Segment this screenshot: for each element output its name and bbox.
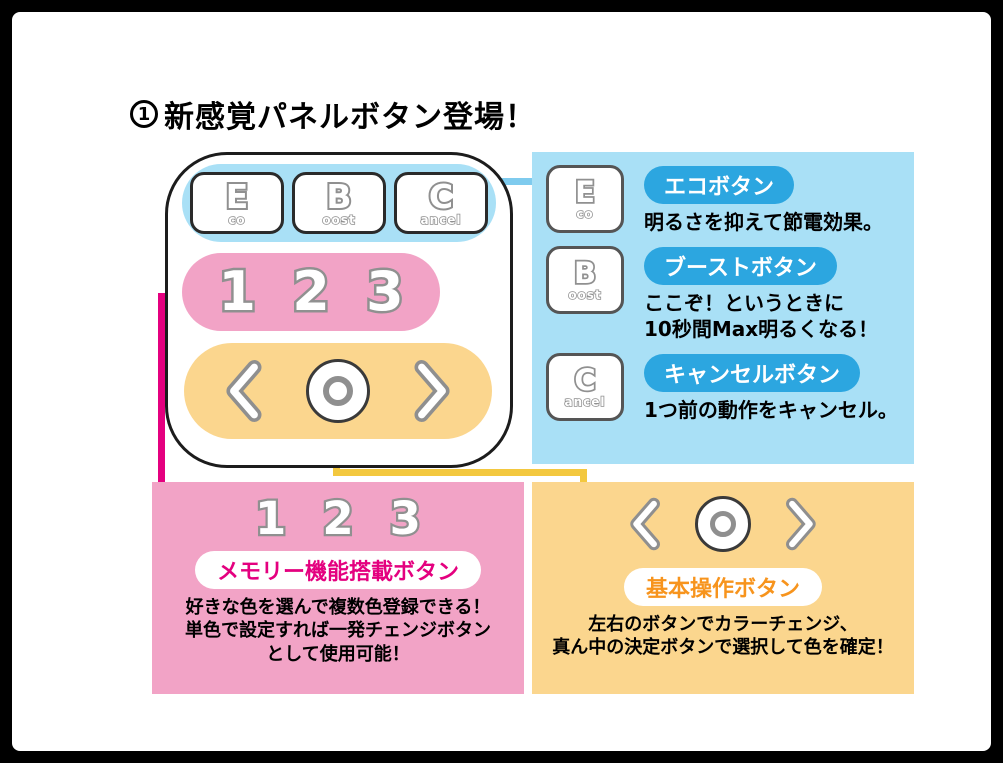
basic-label-pill: 基本操作ボタン <box>623 568 822 606</box>
ok-button-ring <box>710 511 736 537</box>
eco-info-body: エコボタン 明るさを抑えて節電効果。 <box>644 165 883 235</box>
boost-button-sublabel: oost <box>322 213 356 227</box>
boost-button: B oost <box>292 172 386 234</box>
page-title: 1 新感覚パネルボタン登場！ <box>130 92 536 136</box>
mode-buttons-info-box: E co エコボタン 明るさを抑えて節電効果。 B oost ブーストボタン こ… <box>532 152 914 464</box>
eco-info-entry: E co エコボタン 明るさを抑えて節電効果。 <box>546 165 914 235</box>
eco-button-icon: E co <box>546 165 624 233</box>
cancel-button: C ancel <box>394 172 488 234</box>
eco-button-sublabel: co <box>227 213 246 227</box>
eco-button-letter: E <box>224 177 250 216</box>
cancel-description: 1つ前の動作をキャンセル。 <box>644 398 898 422</box>
memory-button-2: 2 <box>290 260 333 323</box>
eco-label-pill: エコボタン <box>644 166 795 204</box>
memory-buttons-info-box: 1 2 3 メモリー機能搭載ボタン 好きな色を選んで複数色登録できる！ 単色で設… <box>152 482 524 694</box>
cancel-button-icon: C ancel <box>546 353 624 421</box>
cancel-button-letter: C <box>427 177 455 216</box>
memory-demo-2: 2 <box>320 492 356 545</box>
boost-icon-sublabel: oost <box>568 288 602 302</box>
connector-yellow-horizontal <box>333 469 587 476</box>
cancel-info-body: キャンセルボタン 1つ前の動作をキャンセル。 <box>644 353 898 423</box>
boost-label-pill: ブーストボタン <box>644 247 837 285</box>
cancel-label-pill: キャンセルボタン <box>644 354 861 392</box>
basic-buttons-info-box: 基本操作ボタン 左右のボタンでカラーチェンジ、 真ん中の決定ボタンで選択して色を… <box>532 482 914 694</box>
boost-description: ここぞ！というときに 10秒間Max明るくなる！ <box>644 291 879 341</box>
memory-button-row: 1 2 3 <box>182 253 440 331</box>
ok-button-ring <box>323 376 353 406</box>
boost-icon-letter: B <box>572 256 598 290</box>
circled-number: 1 <box>130 100 158 128</box>
page-title-text: 新感覚パネルボタン登場！ <box>164 100 536 135</box>
basic-description: 左右のボタンでカラーチェンジ、 真ん中の決定ボタンで選択して色を確定！ <box>552 614 894 659</box>
boost-button-icon: B oost <box>546 246 624 314</box>
memory-buttons-illustration: 1 2 3 <box>253 492 423 545</box>
navigation-button-row <box>184 343 492 439</box>
memory-button-1: 1 <box>216 260 259 323</box>
connector-blue <box>488 178 538 185</box>
eco-button: E co <box>190 172 284 234</box>
ok-button-icon <box>306 359 370 423</box>
mode-button-row: E co B oost C ancel <box>182 164 496 242</box>
cancel-info-entry: C ancel キャンセルボタン 1つ前の動作をキャンセル。 <box>546 353 914 423</box>
left-arrow-icon <box>630 497 660 551</box>
memory-description: 好きな色を選んで複数色登録できる！ 単色で設定すれば一発チェンジボタン として使… <box>185 597 491 665</box>
right-arrow-icon <box>414 360 450 422</box>
memory-button-3: 3 <box>364 260 407 323</box>
cancel-icon-letter: C <box>573 363 598 397</box>
memory-demo-1: 1 <box>253 492 289 545</box>
connector-yellow-bottom <box>580 469 587 485</box>
boost-button-letter: B <box>324 177 353 216</box>
cancel-button-sublabel: ancel <box>420 213 462 227</box>
navigation-buttons-illustration <box>625 496 821 552</box>
connector-pink-vertical <box>158 293 165 485</box>
control-panel: E co B oost C ancel 1 2 3 <box>165 152 513 468</box>
poster-canvas: 1 新感覚パネルボタン登場！ E co B oost C <box>12 12 991 751</box>
memory-label-pill: メモリー機能搭載ボタン <box>194 551 481 589</box>
memory-demo-3: 3 <box>387 492 423 545</box>
eco-description: 明るさを抑えて節電効果。 <box>644 210 883 234</box>
eco-icon-letter: E <box>573 175 596 209</box>
left-arrow-icon <box>226 360 262 422</box>
cancel-icon-sublabel: ancel <box>564 395 606 409</box>
boost-info-body: ブーストボタン ここぞ！というときに 10秒間Max明るくなる！ <box>644 246 878 342</box>
right-arrow-icon <box>786 497 816 551</box>
boost-info-entry: B oost ブーストボタン ここぞ！というときに 10秒間Max明るくなる！ <box>546 246 914 342</box>
ok-button-icon <box>695 496 751 552</box>
eco-icon-sublabel: co <box>575 207 594 221</box>
